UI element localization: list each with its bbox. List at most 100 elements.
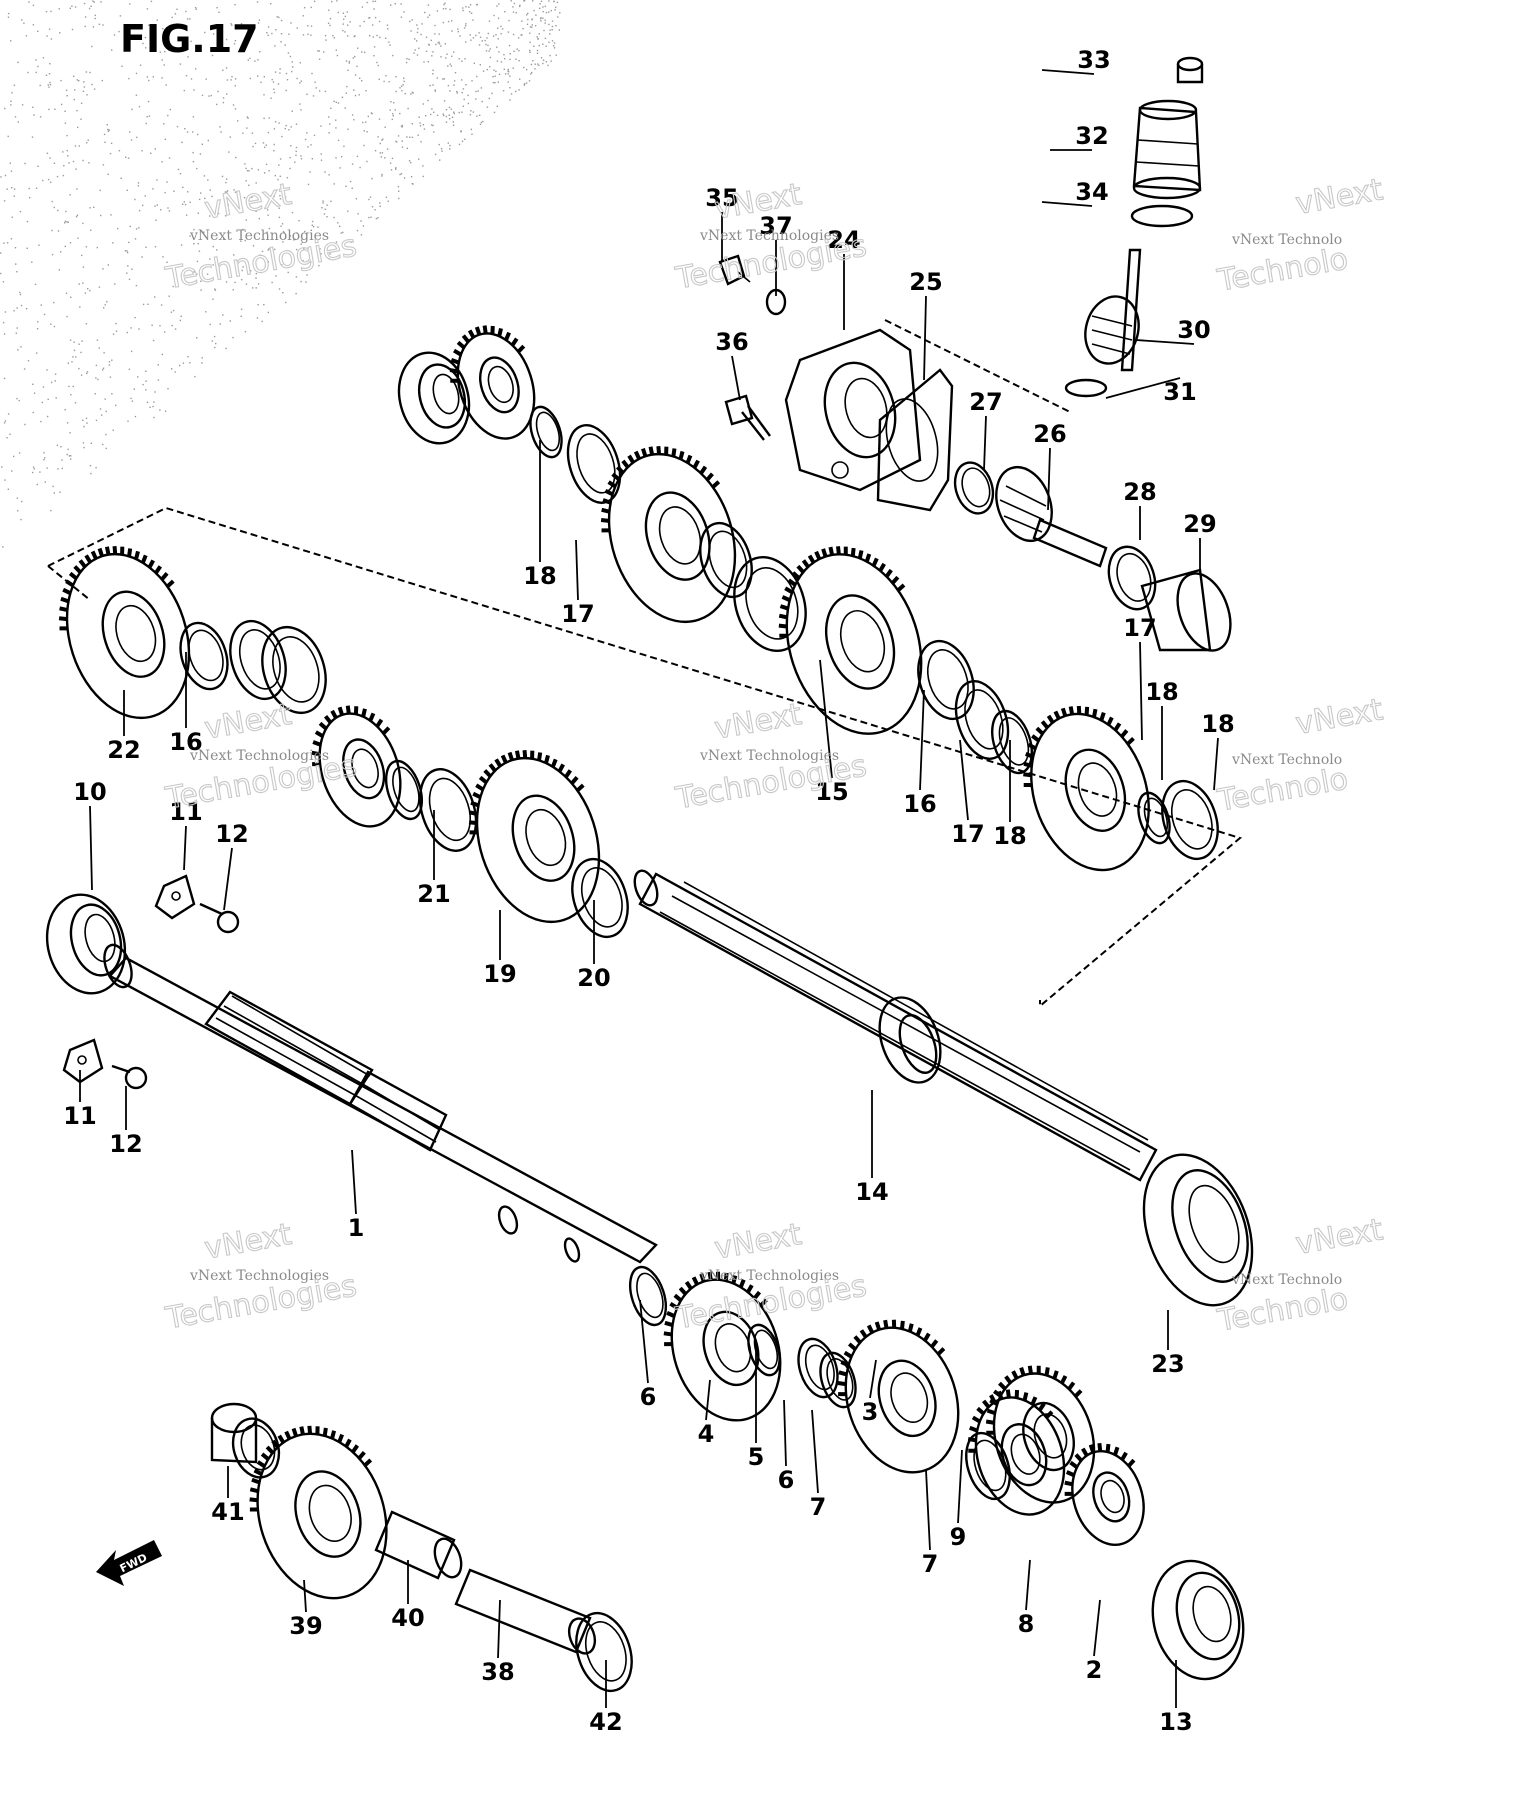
noise-dot [328,258,330,260]
noise-dot [51,253,54,256]
noise-dot [479,123,482,126]
noise-dot [362,121,364,124]
noise-dot [108,129,110,131]
watermark-text: vNext Technolo [1231,1272,1342,1288]
noise-dot [318,90,321,92]
gear-tooth [318,721,328,731]
gear-tooth [1113,1446,1120,1456]
watermark-text: vNext Technologies [189,1268,329,1284]
noise-dot [249,77,251,80]
noise-dot [449,148,451,150]
noise-dot [95,364,98,367]
gear-tooth [1023,772,1032,778]
noise-dot [10,100,12,102]
noise-dot [19,293,22,296]
noise-dot [274,174,276,177]
noise-dot [503,68,505,70]
noise-dot [408,160,411,162]
gear-tooth [1067,1381,1076,1391]
noise-dot [482,70,485,72]
noise-dot [224,191,227,193]
noise-dot [139,64,142,66]
noise-dot [234,191,237,193]
noise-dot [60,79,62,82]
noise-dot [159,51,161,53]
leader-line [1213,737,1219,791]
ring-washer [747,1323,781,1377]
noise-dot [179,173,182,175]
noise-dot [192,116,195,118]
gear [468,749,601,924]
noise-dot [427,99,429,102]
part-number-label: 16 [903,790,936,818]
ring-washer [797,1337,839,1399]
gear-tooth [915,1327,923,1337]
noise-dot [26,247,28,249]
noise-dot [500,61,503,63]
noise-dot [401,140,403,142]
noise-dot [212,245,214,248]
noise-dot [231,76,233,78]
noise-dot [335,119,337,121]
noise-dot [284,44,286,46]
noise-dot [442,78,444,80]
noise-dot [433,111,435,113]
noise-dot [102,367,105,369]
noise-dot [252,145,254,148]
noise-dot [503,54,505,56]
noise-dot [16,327,18,329]
noise-dot [440,56,442,58]
noise-dot [398,197,400,200]
leader-line [1041,201,1093,207]
noise-dot [45,10,48,13]
noise-dot [407,107,409,110]
noise-dot [182,203,184,205]
noise-dot [57,209,59,212]
noise-dot [363,144,365,147]
noise-dot [443,3,445,6]
noise-dot [100,1,102,3]
noise-dot [328,116,330,118]
noise-dot [145,380,147,382]
part-number-label: 35 [705,184,738,212]
noise-dot [509,87,511,89]
noise-dot [290,22,292,24]
noise-dot [95,377,97,379]
noise-dot [277,83,280,85]
noise-dot [482,120,484,123]
noise-dot [40,304,42,306]
gear-tooth [1088,1444,1096,1453]
noise-dot [362,225,365,227]
noise-dot [285,301,287,304]
noise-dot [545,61,547,63]
noise-dot [0,272,2,275]
noise-dot [256,317,259,319]
noise-dot [37,165,39,167]
gear-tooth [891,575,900,585]
gear-tooth [711,480,721,489]
noise-dot [480,87,482,89]
noise-dot [461,60,463,62]
part-number-label: 5 [748,1443,765,1471]
noise-dot [521,34,523,36]
counter-shaft [633,869,1158,1182]
noise-dot [155,219,157,221]
gear-tooth [664,1320,674,1327]
noise-dot [416,24,418,26]
noise-dot [142,204,144,207]
gear-tooth [330,1430,337,1439]
noise-dot [234,40,237,42]
noise-dot [425,50,428,52]
noise-dot [313,134,316,137]
noise-dot [357,213,359,215]
noise-dot [111,359,113,361]
gear-body [844,1326,960,1474]
noise-dot [400,16,403,18]
gear-tooth [73,565,82,574]
noise-dot [130,327,132,329]
noise-dot [451,20,453,22]
noise-dot [91,45,93,48]
noise-dot [462,7,464,9]
gear-tooth [699,465,708,475]
noise-dot [273,143,275,146]
